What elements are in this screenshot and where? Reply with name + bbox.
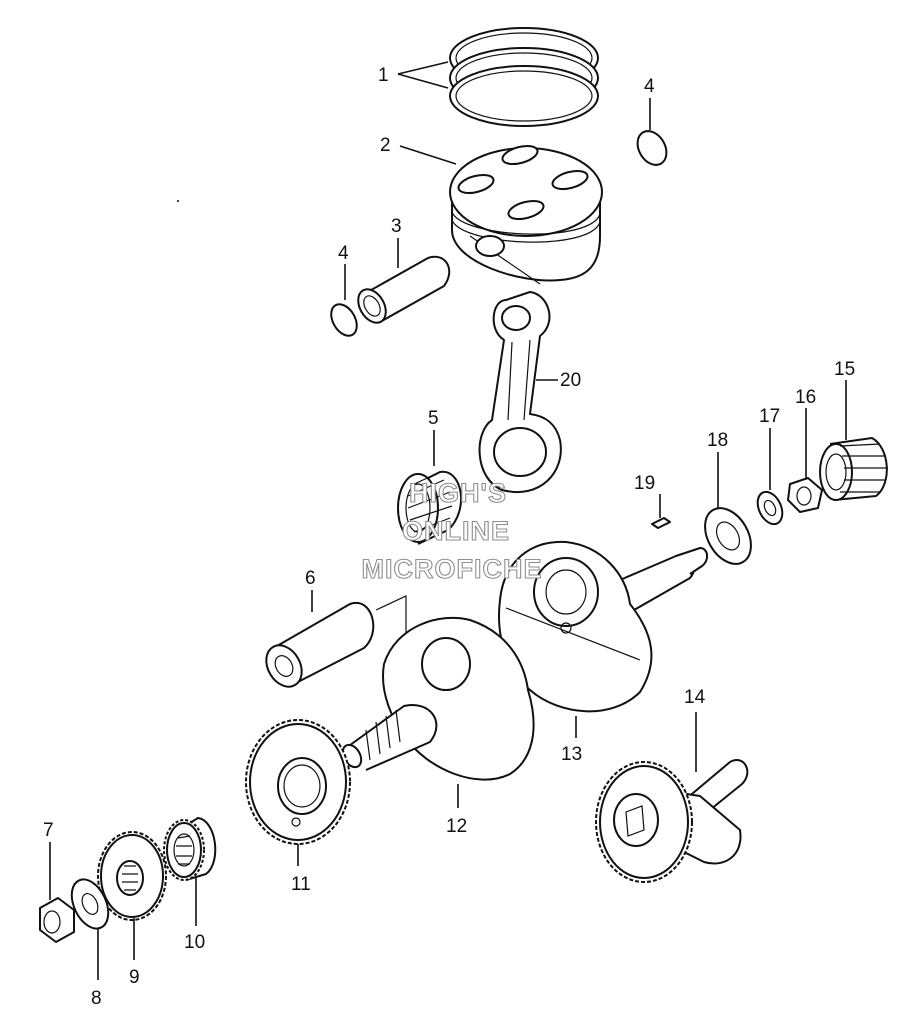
callout-6-label: 6 <box>305 568 316 589</box>
crankshaft-left-half[interactable] <box>339 616 535 781</box>
callout-5-label: 5 <box>428 408 439 429</box>
callout-4-left-label: 4 <box>338 243 349 264</box>
callout-10-label: 10 <box>184 932 205 953</box>
drive-gear[interactable] <box>97 831 167 921</box>
crank-pin[interactable] <box>259 595 407 693</box>
callout-2: 2 <box>380 135 457 165</box>
watermark: HIGH'S ONLINE MICROFICHE <box>361 477 543 584</box>
callout-10: 10 <box>184 878 205 953</box>
callout-20-label: 20 <box>560 370 581 391</box>
callout-4-left: 4 <box>338 243 349 300</box>
callout-7: 7 <box>43 820 54 900</box>
callout-12-label: 12 <box>446 816 467 837</box>
callout-20: 20 <box>536 370 581 391</box>
piston-ring-set[interactable] <box>449 27 599 127</box>
callout-12: 12 <box>446 784 467 837</box>
callout-19-label: 19 <box>634 473 655 494</box>
connecting-rod[interactable] <box>478 291 562 493</box>
callout-8-label: 8 <box>91 988 102 1009</box>
callout-14-label: 14 <box>684 687 706 708</box>
callout-18: 18 <box>707 430 728 508</box>
crank-gear[interactable] <box>245 719 351 845</box>
watermark-line-1: HIGH'S <box>409 478 507 508</box>
callout-7-label: 7 <box>43 820 54 841</box>
callout-11: 11 <box>291 844 311 895</box>
callout-18-label: 18 <box>707 430 728 451</box>
callout-9-label: 9 <box>129 967 140 988</box>
callout-15-label: 15 <box>834 359 855 380</box>
main-bearing[interactable] <box>819 437 888 501</box>
stray-mark <box>177 200 179 202</box>
callout-3-label: 3 <box>391 216 402 237</box>
needle-bearing-gear[interactable] <box>163 817 217 881</box>
callout-1: 1 <box>378 61 449 89</box>
callout-15: 15 <box>834 359 855 440</box>
watermark-line-3: MICROFICHE <box>362 554 543 584</box>
callout-17-label: 17 <box>759 406 780 427</box>
callout-16: 16 <box>795 387 816 478</box>
callout-19: 19 <box>634 473 661 518</box>
callout-17: 17 <box>759 406 780 490</box>
callout-13: 13 <box>561 716 582 765</box>
needle-bearing-big-end[interactable] <box>397 470 463 545</box>
callout-13-label: 13 <box>561 744 582 765</box>
balancer-shaft[interactable] <box>595 759 749 883</box>
callout-14: 14 <box>684 687 706 772</box>
woodruff-key[interactable] <box>651 517 671 529</box>
thrust-washer[interactable] <box>696 500 761 572</box>
watermark-line-2: ONLINE <box>402 516 510 546</box>
callout-2-label: 2 <box>380 135 391 156</box>
piston-pin-clip-right[interactable] <box>632 126 673 170</box>
callout-11-label: 11 <box>291 874 311 895</box>
callout-1-label: 1 <box>378 65 389 86</box>
callout-9: 9 <box>129 918 140 988</box>
lock-washer[interactable] <box>753 488 787 528</box>
callout-3: 3 <box>391 216 402 268</box>
nut[interactable] <box>39 897 75 943</box>
piston-pin-clip-left[interactable] <box>326 300 362 340</box>
washer[interactable] <box>65 874 116 935</box>
callout-16-label: 16 <box>795 387 816 408</box>
flanged-nut[interactable] <box>787 477 823 513</box>
piston[interactable] <box>449 143 603 285</box>
callout-4-right: 4 <box>644 76 655 130</box>
callout-8: 8 <box>91 928 102 1009</box>
callout-5: 5 <box>428 408 439 466</box>
callout-6: 6 <box>305 568 316 612</box>
callout-4-right-label: 4 <box>644 76 655 97</box>
piston-pin[interactable] <box>353 255 451 328</box>
